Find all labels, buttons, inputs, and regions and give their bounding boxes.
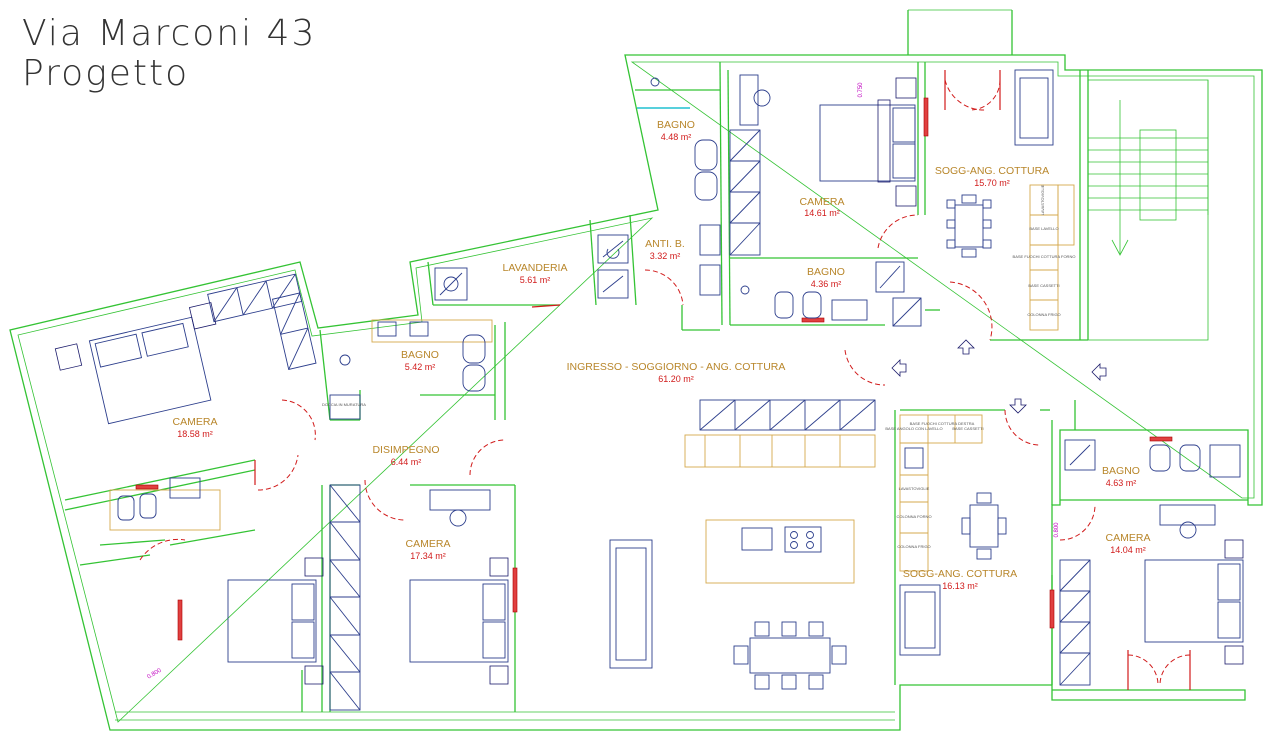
plan-title-line2: Progetto <box>22 53 190 94</box>
furniture-labels: DOCCIA IN MURATURA LAVASTOVIGLIE BASE LA… <box>322 184 1075 549</box>
room-name-bagno-2: BAGNO <box>807 266 845 278</box>
label-base-fuochi-2: BASE FUOCHI COTTURA DESTRA <box>910 421 975 426</box>
sanitary-fixtures <box>109 77 1241 531</box>
room-area-camera-3: 17.34 m² <box>410 551 446 561</box>
room-area-bagno-1: 4.48 m² <box>661 132 692 142</box>
room-name-ingresso: INGRESSO - SOGGIORNO - ANG. COTTURA <box>567 361 786 373</box>
room-area-bagno-3: 5.42 m² <box>405 362 436 372</box>
radiators <box>135 97 1173 641</box>
room-name-camera-4: CAMERA <box>1106 532 1151 544</box>
room-name-anti: ANTI. B. <box>645 238 685 250</box>
room-name-bagno-4: BAGNO <box>1102 465 1140 477</box>
room-area-camera-4: 14.04 m² <box>1110 545 1146 555</box>
label-colonna-frigo-2: COLONNA FRIGO <box>897 544 930 549</box>
room-name-lavanderia: LAVANDERIA <box>503 262 568 274</box>
seating-and-tables <box>429 69 1216 690</box>
wardrobes <box>207 129 1091 711</box>
kitchens <box>684 184 1075 584</box>
room-area-bagno-2: 4.36 m² <box>811 279 842 289</box>
plan-title-line1: Via Marconi 43 <box>22 13 317 54</box>
interior-walls <box>64 61 1248 712</box>
dim-label-2: 0.800 <box>1054 522 1060 538</box>
label-colonna-forno: COLONNA FORNO <box>896 514 931 519</box>
staircase <box>1087 79 1209 341</box>
label-colonna-frigo-1: COLONNA FRIGO <box>1027 312 1060 317</box>
dim-label-1: 0.750 <box>858 82 864 98</box>
room-name-camera-2: CAMERA <box>173 416 218 428</box>
label-base-fuochi-1: BASE FUOCHI COTTURA FORNO <box>1013 254 1076 259</box>
dim-label-3: 0.800 <box>146 667 163 680</box>
room-area-bagno-4: 4.63 m² <box>1106 478 1137 488</box>
label-base-lavello: BASE LAVELLO <box>1029 226 1058 231</box>
room-area-lavanderia: 5.61 m² <box>520 275 551 285</box>
room-area-sogg-2: 16.13 m² <box>942 581 978 591</box>
label-base-cassetti-1: BASE CASSETTI <box>1028 283 1059 288</box>
room-area-disimpegno: 6.44 m² <box>391 457 422 467</box>
direction-arrows <box>891 339 1107 414</box>
room-labels: BAGNO 4.48 m² CAMERA 14.61 m² SOGG-ANG. … <box>173 119 1151 591</box>
room-name-camera-3: CAMERA <box>406 538 451 550</box>
room-name-disimpegno: DISIMPEGNO <box>372 444 439 456</box>
room-name-sogg-1: SOGG-ANG. COTTURA <box>935 165 1049 177</box>
label-base-cassetti-2: BASE CASSETTI <box>952 426 983 431</box>
room-area-ingresso: 61.20 m² <box>658 374 694 384</box>
room-name-bagno-1: BAGNO <box>657 119 695 131</box>
label-lavastoviglie-2: LAVASTOVIGLIE <box>899 486 930 491</box>
label-base-angolo: BASE ANGOLO CON LAVELLO <box>885 426 942 431</box>
room-area-camera-1: 14.61 m² <box>804 208 840 218</box>
doors <box>139 70 1191 690</box>
room-area-sogg-1: 15.70 m² <box>974 178 1010 188</box>
exterior-walls <box>9 9 1263 731</box>
room-name-sogg-2: SOGG-ANG. COTTURA <box>903 568 1017 580</box>
beds <box>54 77 1244 685</box>
dimension-labels: 0.750 0.800 0.800 <box>146 82 1060 681</box>
room-area-camera-2: 18.58 m² <box>177 429 213 439</box>
room-area-anti: 3.32 m² <box>650 251 681 261</box>
room-name-camera-1: CAMERA <box>800 196 845 208</box>
label-lavastoviglie-1: LAVASTOVIGLIE <box>1040 184 1045 215</box>
room-name-bagno-3: BAGNO <box>401 349 439 361</box>
label-doccia: DOCCIA IN MURATURA <box>322 402 366 407</box>
